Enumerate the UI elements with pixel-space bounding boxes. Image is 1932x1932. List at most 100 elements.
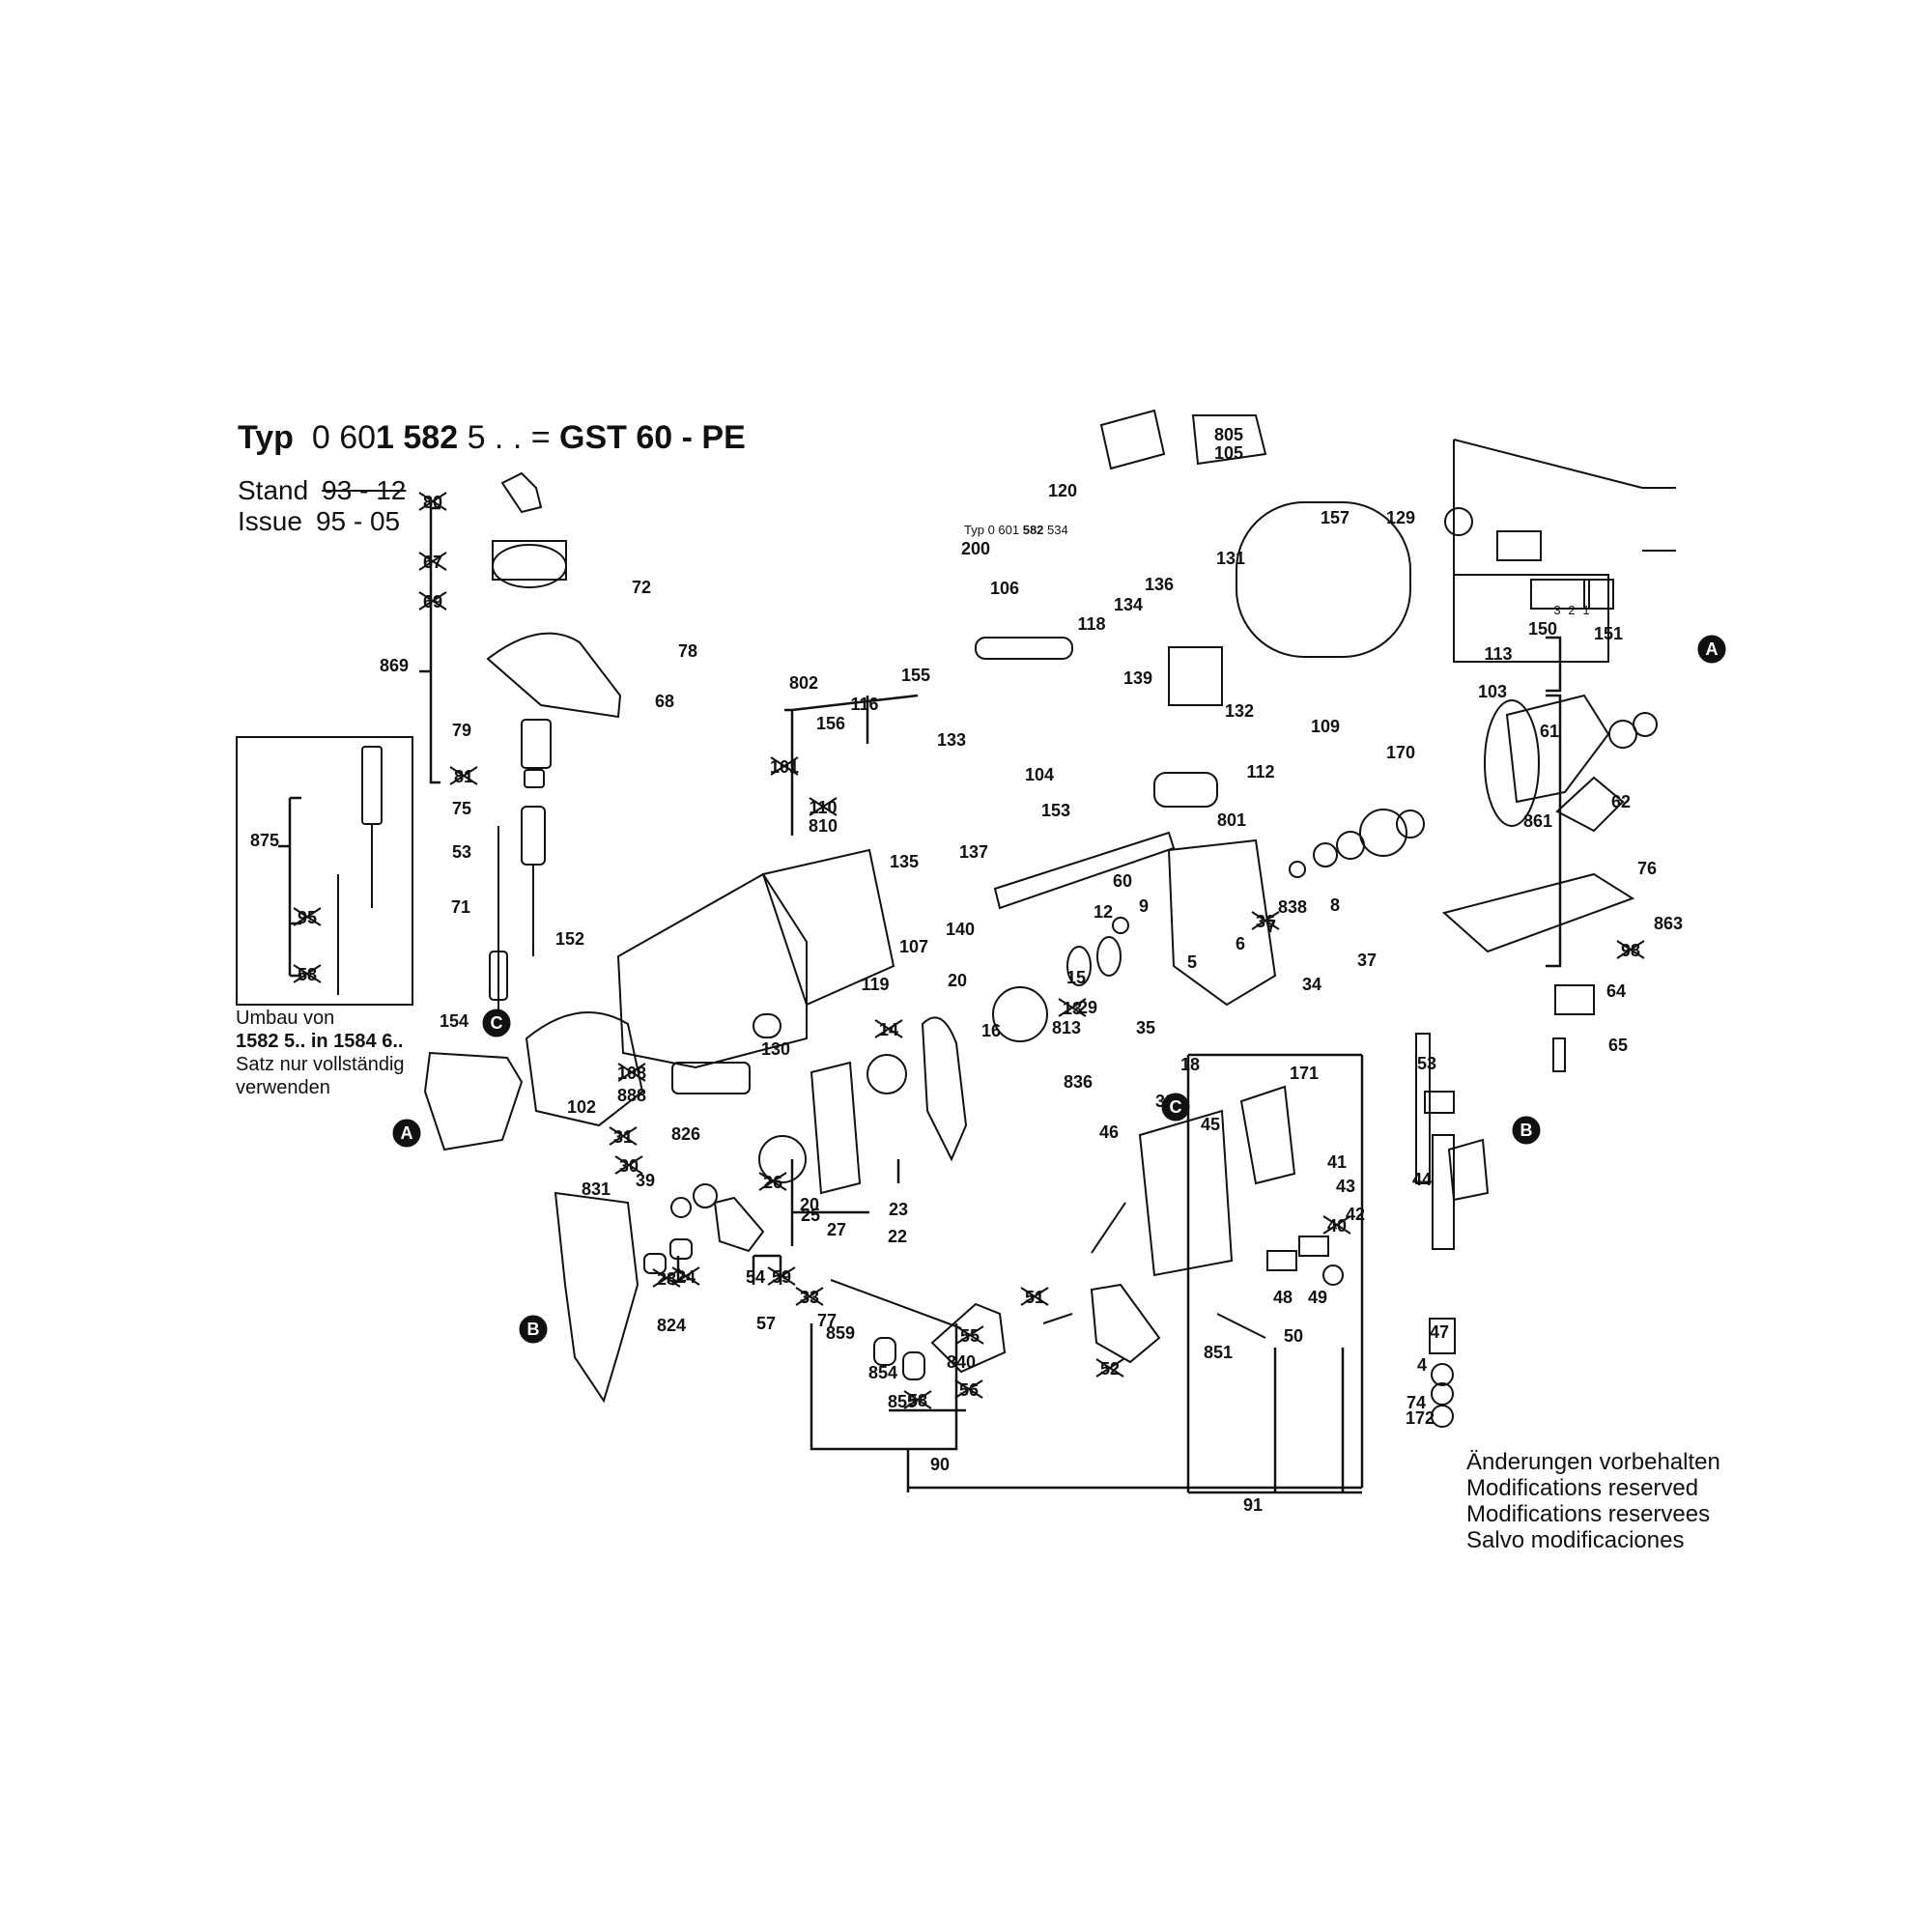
strike-mark bbox=[1322, 1215, 1351, 1235]
part-outline bbox=[616, 872, 808, 1069]
part-label: 18 bbox=[1180, 1055, 1200, 1074]
part-outline bbox=[524, 769, 545, 788]
part-outline bbox=[1191, 414, 1267, 466]
part-outline bbox=[521, 806, 546, 866]
part-outline bbox=[1554, 984, 1595, 1015]
part-outline bbox=[1429, 1318, 1456, 1354]
part-outline bbox=[1555, 776, 1625, 833]
part-outline bbox=[361, 746, 383, 825]
strike-mark bbox=[1020, 1287, 1049, 1306]
part-outline bbox=[1153, 772, 1218, 808]
part-outline bbox=[830, 1279, 962, 1329]
group-bracket bbox=[1273, 1348, 1345, 1492]
part-outline bbox=[1168, 646, 1223, 706]
part-outline bbox=[921, 1016, 968, 1162]
group-bracket bbox=[752, 1254, 782, 1285]
part-outline bbox=[693, 1183, 718, 1208]
part-label: 15 bbox=[1066, 968, 1086, 987]
part-label: 140 bbox=[946, 920, 975, 939]
part-label: 109 bbox=[1311, 717, 1340, 736]
strike-mark bbox=[809, 797, 838, 816]
drawing-shapes bbox=[236, 409, 1676, 1428]
part-label: 151 bbox=[1594, 624, 1623, 643]
part-label: 48 bbox=[1273, 1288, 1293, 1307]
callout-b-label: B bbox=[1520, 1121, 1533, 1140]
part-label: 104 bbox=[1025, 765, 1054, 784]
part-label: 120 bbox=[1048, 481, 1077, 500]
part-label: 136 bbox=[1145, 575, 1174, 594]
part-outline bbox=[761, 848, 895, 1007]
strike-mark bbox=[617, 1063, 646, 1082]
part-outline bbox=[525, 1011, 644, 1127]
part-label: 172 bbox=[1406, 1408, 1435, 1428]
part-label: 72 bbox=[632, 578, 651, 597]
part-outline bbox=[554, 1191, 639, 1404]
strike-mark bbox=[767, 1266, 796, 1286]
part-outline bbox=[670, 1197, 692, 1218]
part-label: 64 bbox=[1606, 981, 1626, 1001]
part-outline bbox=[1112, 917, 1129, 934]
callout-c-label: C bbox=[1170, 1097, 1182, 1117]
group-bracket bbox=[278, 796, 301, 978]
part-label: 78 bbox=[678, 641, 697, 661]
part-outline bbox=[1090, 1283, 1161, 1364]
part-label: 861 bbox=[1523, 811, 1552, 831]
part-label: 57 bbox=[756, 1314, 776, 1333]
part-outline bbox=[1431, 1405, 1454, 1428]
part-label: 6 bbox=[1236, 934, 1245, 953]
callout-c-marker bbox=[1161, 1093, 1190, 1122]
part-label: 157 bbox=[1321, 508, 1350, 527]
part-label: 12 bbox=[1094, 902, 1113, 922]
part-label: 77 bbox=[817, 1311, 837, 1330]
conversion-note: Umbau von 1582 5.. in 1584 6.. Satz nur … bbox=[236, 1008, 405, 1098]
strike-mark bbox=[758, 1172, 787, 1191]
part-label: 5 bbox=[1187, 952, 1197, 972]
part-outline bbox=[1431, 1382, 1454, 1406]
part-label: 869 bbox=[380, 656, 409, 675]
part-outline bbox=[492, 544, 567, 588]
circuit-terminal-label: 2 bbox=[1568, 603, 1575, 617]
part-label: 25 bbox=[801, 1206, 820, 1225]
part-outline bbox=[1424, 1091, 1455, 1114]
part-outline bbox=[500, 471, 543, 514]
part-label: 43 bbox=[1336, 1177, 1355, 1196]
part-outline bbox=[1138, 1109, 1234, 1277]
strike-mark bbox=[903, 1390, 932, 1409]
part-label: 62 bbox=[1611, 792, 1631, 811]
strike-mark bbox=[652, 1268, 681, 1288]
callout-a-marker bbox=[1697, 635, 1726, 664]
part-label: 831 bbox=[582, 1179, 611, 1199]
part-label: 851 bbox=[1204, 1343, 1233, 1362]
strike-mark bbox=[614, 1155, 643, 1175]
modifications-note: Änderungen vorbehalten Modifications res… bbox=[1466, 1449, 1720, 1553]
part-outline bbox=[1298, 1236, 1329, 1257]
part-outline bbox=[643, 1253, 667, 1274]
part-label: 29 bbox=[1078, 998, 1097, 1017]
group-bracket bbox=[1186, 1053, 1364, 1494]
typ-number: 0 601 582 5 . . = bbox=[311, 419, 551, 456]
part-outline bbox=[1091, 1202, 1126, 1254]
strike-mark bbox=[449, 766, 478, 785]
part-outline bbox=[1505, 694, 1610, 804]
strike-mark bbox=[1058, 998, 1087, 1017]
part-outline bbox=[1066, 946, 1092, 986]
part-label: 44 bbox=[1412, 1170, 1432, 1189]
part-label: 41 bbox=[1327, 1152, 1347, 1172]
part-outline bbox=[873, 1337, 896, 1366]
part-outline bbox=[1042, 1313, 1073, 1324]
part-outline bbox=[992, 986, 1048, 1042]
part-label: 170 bbox=[1386, 743, 1415, 762]
part-label: 103 bbox=[1478, 682, 1507, 701]
callout-a-marker bbox=[392, 1119, 421, 1148]
part-outline bbox=[1444, 507, 1473, 536]
part-outline bbox=[492, 540, 567, 581]
part-label: 9 bbox=[1139, 896, 1149, 916]
part-outline bbox=[1359, 809, 1407, 857]
strike-mark bbox=[1616, 940, 1645, 959]
part-outline bbox=[975, 637, 1073, 660]
callout-c-marker bbox=[482, 1009, 511, 1037]
strike-mark bbox=[770, 756, 799, 776]
part-label: 37 bbox=[1357, 951, 1377, 970]
part-label: 46 bbox=[1099, 1122, 1119, 1142]
part-outline bbox=[1096, 936, 1122, 977]
